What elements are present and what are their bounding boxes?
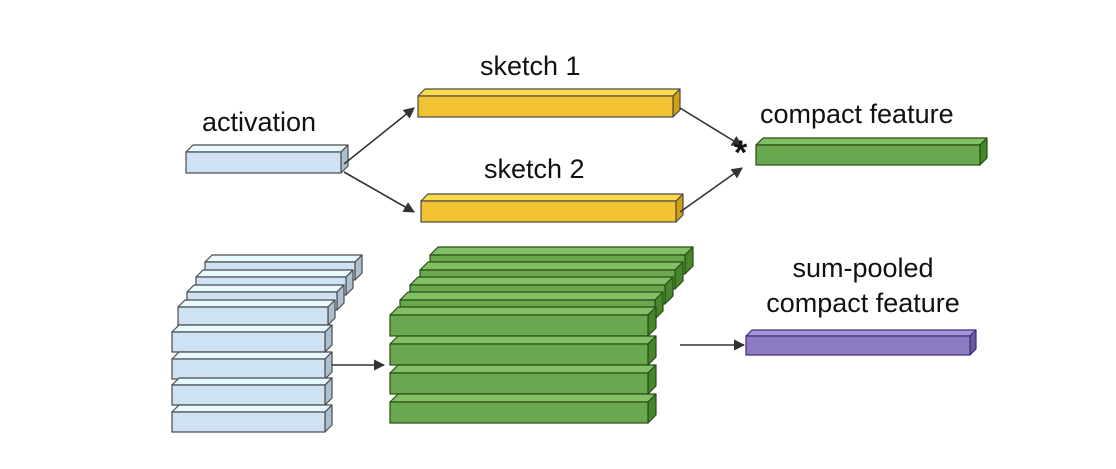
activation-stack-layer-1-top-face	[204, 254, 363, 263]
activation-stack-layer-6-top-face	[171, 351, 333, 360]
compact-stack-layer-3-top-face	[409, 276, 674, 286]
sketch-1-vector-top-face	[417, 88, 681, 97]
sketch-1-vector	[417, 88, 681, 118]
activation-vector-top-face	[185, 144, 349, 153]
compact-stack-layer-8-top-face	[389, 393, 657, 403]
arrow-activation-to-sketch-2	[343, 171, 415, 213]
sketch-2-vector	[420, 193, 684, 223]
arrow-sketch-2-to-compact	[679, 167, 743, 213]
compact-stack-layer-5-top-face	[389, 306, 657, 316]
compact-feature-map-stack	[389, 246, 694, 424]
activation-stack-layer-3-top-face	[186, 284, 345, 293]
activation-stack-layer-6-front-face	[171, 358, 326, 380]
sketch-1-label: sketch 1	[480, 51, 581, 81]
sum-pooled-label-line-2: compact feature	[766, 288, 960, 318]
compact-feature-vector-top-face	[755, 137, 988, 146]
compact-stack-layer-7-front-face	[389, 372, 649, 395]
activation-label: activation	[202, 107, 317, 137]
activation-stack-layer-4-front-face	[177, 306, 329, 326]
activation-stack-layer-5-top-face	[171, 324, 333, 333]
compact-stack-layer-1-top-face	[429, 246, 694, 256]
activation-vector-front-face	[185, 151, 342, 174]
activation-stack-layer-2-top-face	[195, 269, 354, 278]
compact-stack-layer-5-front-face	[389, 314, 649, 337]
compact-stack-layer-6-top-face	[389, 335, 657, 345]
arrow-sketch-1-to-compact	[679, 107, 743, 147]
multiplication-operator-label: *	[734, 134, 748, 172]
activation-stack-layer-8-top-face	[171, 404, 333, 413]
activation-feature-map-stack	[171, 254, 363, 433]
sum-pooled-compact-feature-vector	[745, 329, 977, 356]
activation-stack-layer-8-front-face	[171, 411, 326, 433]
sketch-2-vector-top-face	[420, 193, 684, 202]
sum-pooled-vector-top-face	[745, 329, 977, 337]
sum-pooled-label-line-1: sum-pooled	[792, 253, 934, 283]
activation-stack-layer-5-front-face	[171, 331, 326, 353]
compact-feature-vector	[755, 137, 988, 166]
compact-feature-label: compact feature	[760, 99, 954, 129]
activation-stack-layer-7-front-face	[171, 384, 326, 406]
activation-vector	[185, 144, 349, 174]
sketch-1-vector-front-face	[417, 95, 674, 118]
compact-stack-layer-8-front-face	[389, 401, 649, 424]
sketch-2-vector-front-face	[420, 200, 677, 223]
compact-stack-layer-6-front-face	[389, 343, 649, 366]
activation-stack-layer-4-top-face	[177, 299, 336, 308]
compact-stack-layer-2-top-face	[419, 261, 684, 271]
compact-stack-layer-7-top-face	[389, 364, 657, 374]
compact-feature-vector-front-face	[755, 144, 981, 166]
sketch-2-label: sketch 2	[484, 154, 585, 184]
sum-pooled-vector-front-face	[745, 335, 971, 356]
arrow-activation-to-sketch-1	[343, 107, 415, 165]
activation-stack-layer-7-top-face	[171, 377, 333, 386]
compact-stack-layer-4-top-face	[399, 291, 664, 301]
